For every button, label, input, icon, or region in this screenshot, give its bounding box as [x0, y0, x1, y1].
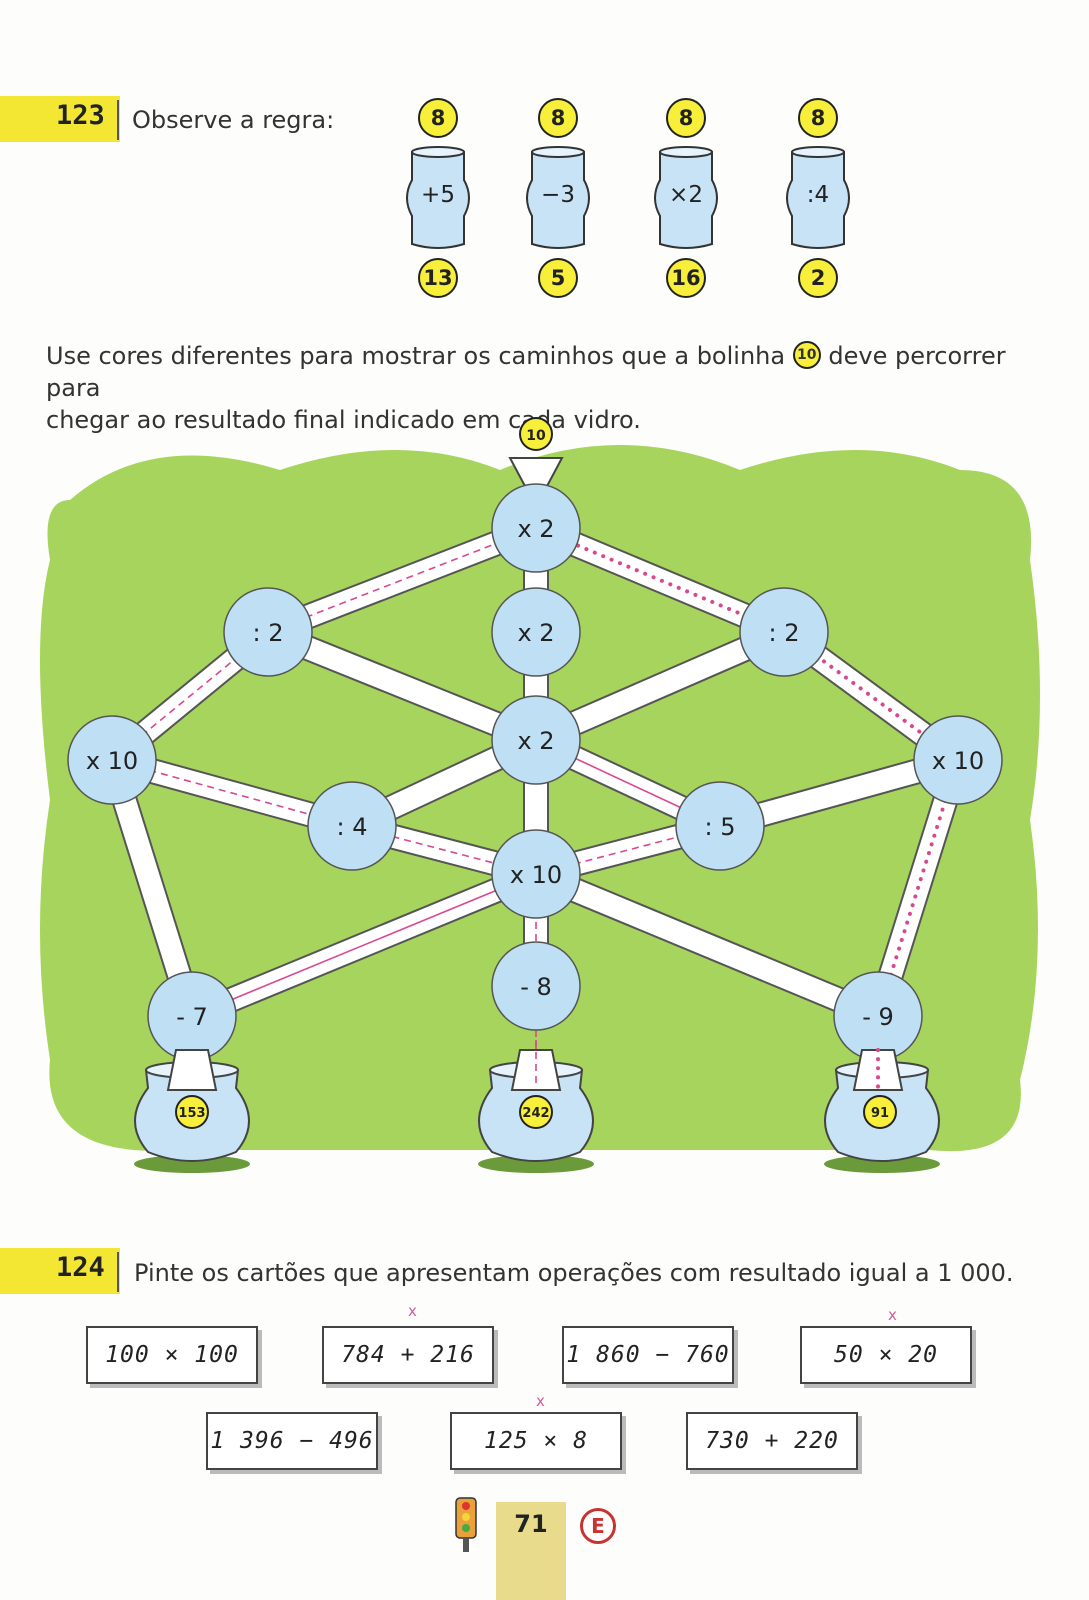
diagram-nodes — [67, 483, 1003, 1061]
node-bottom-mid — [491, 941, 581, 1031]
node-mid-top-label: x 2 — [517, 619, 554, 647]
exercise-124-divider — [117, 1252, 119, 1292]
example-1-operation: +5 — [421, 182, 455, 208]
node-left-outer — [67, 715, 157, 805]
node-bottom-right-label: - 9 — [862, 1003, 894, 1031]
node-top — [491, 483, 581, 573]
node-left-inner-label: : 4 — [337, 813, 368, 841]
example-4-jar: :4 — [786, 144, 850, 252]
prompt-ball: 10 — [792, 341, 821, 369]
exercise-124-tab — [0, 1248, 120, 1294]
node-bottom-mid-label: - 8 — [520, 973, 552, 1001]
example-3-output-ball: 16 — [666, 258, 706, 298]
exercise-123-divider — [117, 100, 119, 140]
example-4-output-ball: 2 — [798, 258, 838, 298]
jar-icon — [526, 146, 590, 249]
node-top-label: x 2 — [517, 515, 554, 543]
example-4-input-ball: 8 — [798, 98, 838, 138]
prompt-line1-end: deve percorrer para — [46, 342, 1006, 402]
pot-left-ball — [175, 1095, 209, 1129]
node-center-label: x 2 — [517, 727, 554, 755]
example-3-input-ball: 8 — [666, 98, 706, 138]
start-ball-label: 10 — [526, 428, 546, 444]
pot-middle: 242 — [478, 1040, 594, 1173]
node-right-inner-label: : 5 — [705, 813, 736, 841]
node-right-inner — [675, 781, 765, 871]
exercise-123-instruction: Observe a regra: — [132, 106, 335, 134]
path-diagram: x 2 x 2 : 2 : 2 x 2 x 10 x 10 : 4 : 5 x … — [40, 417, 1040, 1173]
node-left-inner — [307, 781, 397, 871]
example-3-jar: ×2 — [654, 144, 718, 252]
card-4-mark: x — [888, 1306, 897, 1324]
card-7[interactable]: 730 + 220 — [686, 1412, 858, 1470]
example-1-output-ball: 13 — [418, 258, 458, 298]
jar-icon — [654, 146, 718, 249]
node-labels: x 2 x 2 : 2 : 2 x 2 x 10 x 10 : 4 : 5 x … — [86, 515, 984, 1031]
exercise-124-instruction: Pinte os cartões que apresentam operaçõe… — [134, 1259, 1014, 1287]
card-4[interactable]: 50 × 20 — [800, 1326, 972, 1384]
node-right-outer-label: x 10 — [932, 747, 984, 775]
e-badge-icon: E — [580, 1508, 616, 1544]
e-badge-label: E — [591, 1514, 605, 1538]
example-2-jar: −3 — [526, 144, 590, 252]
node-right-outer — [913, 715, 1003, 805]
exercise-123-tab — [0, 96, 120, 142]
node-center — [491, 695, 581, 785]
example-2-input-ball: 8 — [538, 98, 578, 138]
pots: 153 242 91 — [134, 1040, 940, 1173]
pot-right: 91 — [824, 1048, 940, 1173]
page-number-box — [496, 1502, 566, 1600]
node-mid-top — [491, 587, 581, 677]
example-1-jar: +5 — [406, 144, 470, 252]
example-2-output-ball: 5 — [538, 258, 578, 298]
card-1[interactable]: 100 × 100 — [86, 1326, 258, 1384]
exercise-124-number: 124 — [56, 1252, 105, 1283]
example-4-operation: :4 — [806, 182, 830, 208]
pot-right-value: 91 — [871, 1106, 889, 1121]
node-left-upper — [223, 587, 313, 677]
node-right-upper — [739, 587, 829, 677]
node-left-outer-label: x 10 — [86, 747, 138, 775]
exercise-123-number: 123 — [56, 100, 105, 131]
card-5[interactable]: 1 396 − 496 — [206, 1412, 378, 1470]
prompt-line1-start: Use cores diferentes para mostrar os cam… — [46, 342, 786, 370]
pot-middle-value: 242 — [522, 1106, 549, 1121]
card-2[interactable]: 784 + 216 — [322, 1326, 494, 1384]
node-lower-center — [491, 829, 581, 919]
node-left-upper-label: : 2 — [253, 619, 284, 647]
start-ball — [519, 417, 553, 451]
node-right-upper-label: : 2 — [769, 619, 800, 647]
page-number: 71 — [514, 1510, 548, 1538]
example-3-operation: ×2 — [669, 182, 703, 208]
node-bottom-left-label: - 7 — [176, 1003, 208, 1031]
jar-icon — [786, 146, 850, 249]
pot-right-ball — [863, 1095, 897, 1129]
example-2-operation: −3 — [541, 182, 575, 208]
pot-left: 153 — [134, 1049, 250, 1173]
card-3[interactable]: 1 860 − 760 — [562, 1326, 734, 1384]
example-1-input-ball: 8 — [418, 98, 458, 138]
pot-left-value: 153 — [178, 1106, 205, 1121]
card-6[interactable]: 125 × 8 — [450, 1412, 622, 1470]
pot-middle-ball — [519, 1095, 553, 1129]
node-lower-center-label: x 10 — [510, 861, 562, 889]
card-6-mark: x — [536, 1392, 545, 1410]
jar-icon — [406, 146, 470, 249]
card-2-mark: x — [408, 1302, 417, 1320]
traffic-light-icon — [455, 1497, 477, 1552]
